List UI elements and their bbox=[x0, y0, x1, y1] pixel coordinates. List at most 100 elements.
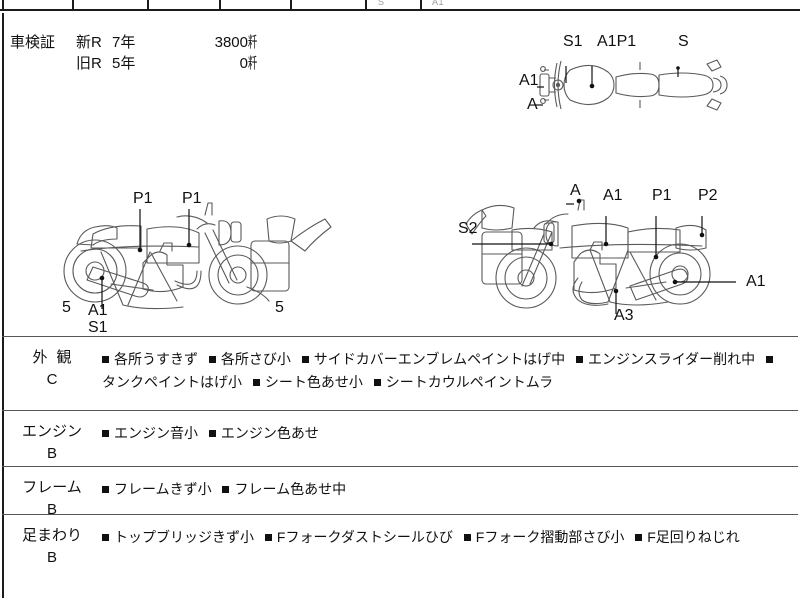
condition-table: 外観 C 各所うすきず 各所さび小 サイドカバーエンブレムペイントはげ中 エンジ… bbox=[2, 336, 798, 595]
bullet-square-icon bbox=[264, 534, 272, 541]
callout-left-p1-a: P1 bbox=[133, 190, 153, 207]
bullet-square-icon bbox=[252, 379, 260, 386]
bullet-square-icon bbox=[208, 430, 216, 437]
category-name: 足まわり bbox=[21, 527, 82, 544]
category-name: 外観 bbox=[32, 349, 81, 366]
condition-item-label: エンジン音小 bbox=[114, 425, 198, 441]
callout-right-a1: A1 bbox=[603, 187, 623, 204]
condition-items: エンジン音小 エンジン色あせ bbox=[102, 411, 798, 445]
condition-item: エンジン音小 bbox=[102, 422, 198, 445]
header-divider bbox=[72, 0, 74, 11]
condition-item: 各所うすきず bbox=[102, 348, 198, 371]
condition-item: エンジン色あせ bbox=[208, 422, 319, 445]
bullet-square-icon bbox=[208, 356, 216, 363]
bullet-square-icon bbox=[102, 486, 109, 493]
shaken-label: 車検証 bbox=[10, 34, 56, 51]
condition-item: Fフォークダストシールひび bbox=[264, 526, 453, 549]
condition-item: エンジンスライダー削れ中 bbox=[575, 348, 756, 371]
motorcycle-top-view-diagram bbox=[530, 48, 740, 123]
shaken-kind: 旧R bbox=[76, 55, 102, 72]
condition-item-label: 各所うすきず bbox=[114, 351, 198, 367]
shaken-unit: 粁 bbox=[248, 55, 257, 72]
shaken-year: 7年 bbox=[112, 34, 136, 51]
condition-category-cell: エンジン B bbox=[2, 411, 102, 465]
condition-item-label: トップブリッジきず小 bbox=[114, 529, 254, 545]
table-row: エンジン B エンジン音小 エンジン色あせ bbox=[2, 411, 798, 467]
condition-item-label: サイドカバーエンブレムペイントはげ中 bbox=[313, 351, 566, 367]
category-grade: B bbox=[46, 549, 57, 566]
condition-item-label: フレームきず小 bbox=[114, 481, 212, 497]
callout-right-a1b: A1 bbox=[746, 273, 766, 290]
callout-right-p1: P1 bbox=[652, 187, 672, 204]
header-divider bbox=[365, 0, 367, 11]
header-ghost-text: A1 bbox=[432, 0, 445, 7]
condition-line: トップブリッジきず小 Fフォークダストシールひび Fフォーク摺動部さび小 F足回… bbox=[102, 526, 798, 549]
bullet-square-icon bbox=[102, 534, 109, 541]
category-grade: C bbox=[46, 371, 58, 388]
condition-line: タンクペイントはげ小 シート色あせ小 シートカウルペイントムラ bbox=[102, 371, 798, 394]
shaken-row: 車検証 新R 7年 3800粁 bbox=[10, 32, 262, 53]
category-name: エンジン bbox=[21, 423, 82, 440]
header-divider bbox=[290, 0, 292, 11]
condition-item: シートカウルペイントムラ bbox=[373, 371, 554, 394]
callout-left-5-b: 5 bbox=[275, 299, 284, 316]
condition-item-label: シートカウルペイントムラ bbox=[385, 374, 554, 390]
shaken-kind: 新R bbox=[76, 34, 102, 51]
bullet-square-icon bbox=[635, 534, 643, 541]
sheet-frame bbox=[2, 13, 798, 598]
bullet-square-icon bbox=[102, 356, 109, 363]
condition-items: 各所うすきず 各所さび小 サイドカバーエンブレムペイントはげ中 エンジンスライダ… bbox=[102, 337, 798, 394]
condition-item: 各所さび小 bbox=[208, 348, 291, 371]
condition-line: 各所うすきず 各所さび小 サイドカバーエンブレムペイントはげ中 エンジンスライダ… bbox=[102, 348, 798, 371]
shaken-distance: 0 bbox=[239, 55, 248, 72]
condition-item-label: フレーム色あせ中 bbox=[234, 481, 347, 497]
condition-item-label: Fフォーク摺動部さび小 bbox=[475, 529, 625, 545]
clipped-header-strip: S A1 bbox=[0, 0, 800, 11]
header-divider bbox=[219, 0, 221, 11]
callout-top-a1p1: A1P1 bbox=[597, 33, 637, 50]
callout-right-p2: P2 bbox=[698, 187, 718, 204]
condition-item: Fフォーク摺動部さび小 bbox=[463, 526, 625, 549]
shaken-distance: 3800 bbox=[214, 34, 248, 51]
header-divider bbox=[420, 0, 422, 11]
condition-item: フレームきず小 bbox=[102, 478, 212, 501]
motorcycle-right-side-diagram bbox=[460, 186, 760, 316]
condition-category-cell: 足まわり B bbox=[2, 515, 102, 569]
bullet-square-icon bbox=[373, 379, 381, 386]
condition-line: フレームきず小 フレーム色あせ中 bbox=[102, 478, 798, 501]
condition-items: フレームきず小 フレーム色あせ中 bbox=[102, 467, 798, 501]
condition-item: サイドカバーエンブレムペイントはげ中 bbox=[301, 348, 566, 371]
condition-item-label: Fフォークダストシールひび bbox=[276, 529, 453, 545]
shaken-block: 車検証 新R 7年 3800粁 旧R 5年 0粁 bbox=[10, 32, 262, 74]
callout-top-a: A bbox=[527, 96, 538, 113]
shaken-row: 旧R 5年 0粁 bbox=[10, 53, 262, 74]
callout-top-a1: A1 bbox=[519, 72, 539, 89]
table-row: フレーム B フレームきず小 フレーム色あせ中 bbox=[2, 467, 798, 518]
callout-right-a3: A3 bbox=[614, 307, 634, 324]
shaken-year: 5年 bbox=[112, 55, 136, 72]
damage-diagram-area: S1 A1P1 S A1 A P1 P1 5 A1 S1 5 S2 A A1 P… bbox=[0, 14, 800, 336]
bullet-square-icon bbox=[575, 356, 583, 363]
bullet-square-icon bbox=[463, 534, 471, 541]
category-grade: B bbox=[46, 501, 57, 518]
condition-item: シート色あせ小 bbox=[252, 371, 363, 394]
callout-top-s1: S1 bbox=[563, 33, 583, 50]
bullet-square-icon bbox=[222, 486, 230, 493]
callout-left-a1: A1 bbox=[88, 302, 108, 319]
category-grade: B bbox=[46, 445, 57, 462]
condition-item: トップブリッジきず小 bbox=[102, 526, 254, 549]
callout-left-p1-b: P1 bbox=[182, 190, 202, 207]
table-row: 足まわり B トップブリッジきず小 Fフォークダストシールひび Fフォーク摺動部… bbox=[2, 515, 798, 595]
condition-item-label: エンジンスライダー削れ中 bbox=[587, 351, 756, 367]
condition-items: トップブリッジきず小 Fフォークダストシールひび Fフォーク摺動部さび小 F足回… bbox=[102, 515, 798, 549]
header-divider bbox=[2, 0, 4, 11]
shaken-unit: 粁 bbox=[248, 34, 257, 51]
header-divider bbox=[147, 0, 149, 11]
condition-line: エンジン音小 エンジン色あせ bbox=[102, 422, 798, 445]
callout-left-s1: S1 bbox=[88, 319, 108, 336]
condition-item-label: シート色あせ小 bbox=[264, 374, 363, 390]
condition-item: タンクペイントはげ小 bbox=[102, 371, 242, 394]
callout-right-s2: S2 bbox=[458, 220, 478, 237]
table-row: 外観 C 各所うすきず 各所さび小 サイドカバーエンブレムペイントはげ中 エンジ… bbox=[2, 337, 798, 411]
motorcycle-left-side-diagram bbox=[55, 189, 345, 314]
